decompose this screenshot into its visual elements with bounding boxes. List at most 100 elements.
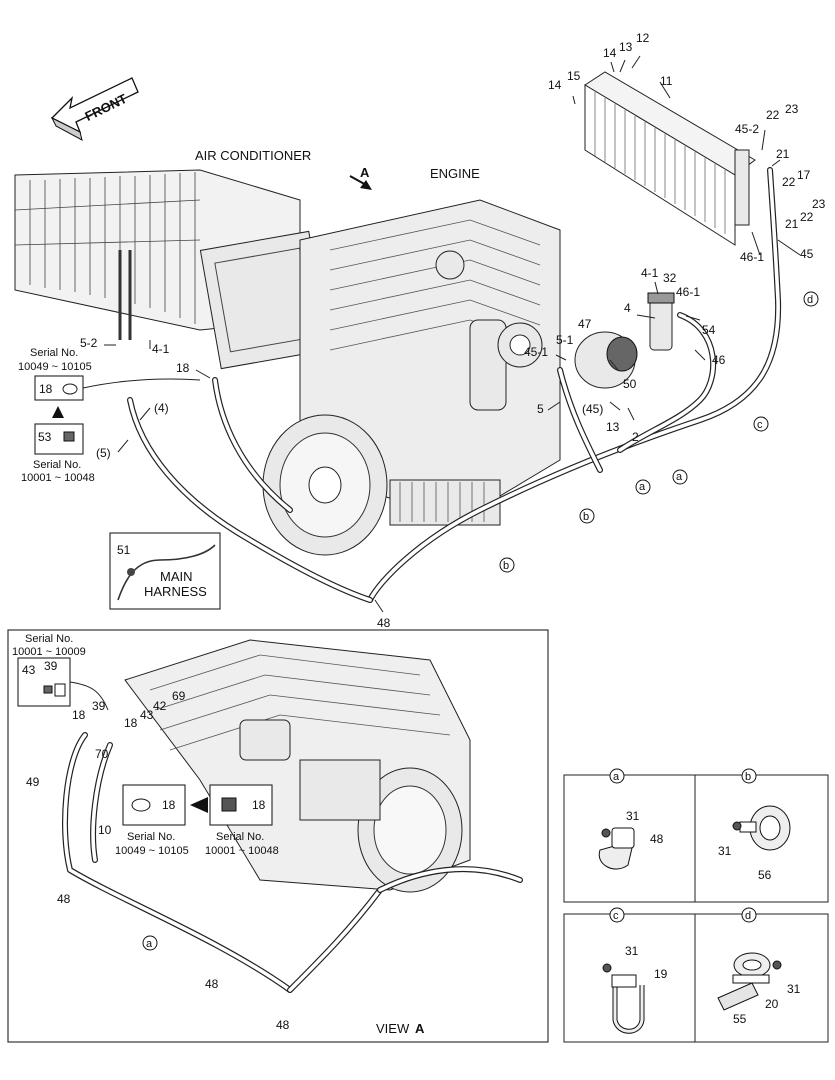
clip-b: b xyxy=(583,511,589,523)
detail-d-marker xyxy=(741,907,757,923)
label-23: 23 xyxy=(785,102,799,116)
view-a-label-70: 70 xyxy=(95,747,109,761)
harness-line-1: MAIN xyxy=(160,569,193,584)
fitting-53-icon xyxy=(63,431,75,442)
detail-b-letter: b xyxy=(745,771,751,783)
fitting-39-icon xyxy=(54,683,66,697)
label-45-paren: (45) xyxy=(582,402,603,416)
view-a-label-48: 48 xyxy=(205,977,219,991)
view-a-label-18: 18 xyxy=(124,716,138,730)
clip-d: d xyxy=(807,294,813,306)
label-50: 50 xyxy=(623,377,637,391)
label-48: 48 xyxy=(377,616,391,630)
label-5-1: 5-1 xyxy=(556,333,574,347)
label-47: 47 xyxy=(578,317,592,331)
label-14: 14 xyxy=(548,78,562,92)
detail-a-clamp-icon xyxy=(598,827,635,870)
detail-c-marker xyxy=(609,907,625,923)
serial-label: Serial No. xyxy=(33,459,81,471)
harness-line-2: HARNESS xyxy=(144,584,207,599)
detail-a-letter: a xyxy=(613,771,620,783)
view-a-left-part: 18 xyxy=(162,798,176,812)
label-46: 46 xyxy=(712,353,726,367)
label-22: 22 xyxy=(782,175,796,189)
detail-d-part-20: 20 xyxy=(765,997,779,1011)
label-11: 11 xyxy=(660,74,673,88)
view-a-clip-a-label: a xyxy=(146,938,153,950)
condenser-unit xyxy=(584,71,756,246)
detail-b-clamp-icon xyxy=(732,805,791,851)
label-13: 13 xyxy=(619,40,633,54)
label-32: 32 xyxy=(663,271,677,285)
view-a-label-43: 43 xyxy=(140,708,154,722)
view-a-left-serial-label: Serial No. xyxy=(127,831,175,843)
view-a-label-39: 39 xyxy=(92,699,106,713)
detail-cd-frame xyxy=(563,913,829,1043)
label-5-2: 5-2 xyxy=(80,336,98,350)
label-15: 15 xyxy=(567,69,581,83)
serial-range: 10001 ~ 10048 xyxy=(21,472,95,484)
view-a-clip-a xyxy=(142,935,158,951)
label-5: 5 xyxy=(537,402,544,416)
label-17: 17 xyxy=(797,168,811,182)
detail-d-clamp-icon xyxy=(717,952,782,1011)
detail-a-part-31: 31 xyxy=(626,809,640,823)
engine-label: ENGINE xyxy=(430,166,480,181)
view-a-label-43: 43 xyxy=(22,663,36,677)
clip-a: a xyxy=(639,481,646,493)
detail-a-marker xyxy=(609,768,625,784)
detail-c-letter: c xyxy=(613,910,619,922)
label-45: 45 xyxy=(800,247,814,261)
fitting-icon xyxy=(62,383,78,395)
part-53-box xyxy=(34,423,84,455)
view-a-marker: A xyxy=(360,165,370,180)
view-a-engine xyxy=(124,639,471,893)
harness-wire-icon xyxy=(117,544,216,601)
triangle-marker-icon xyxy=(190,797,208,813)
clamp-right-icon xyxy=(221,797,237,812)
label-18: 18 xyxy=(176,361,190,375)
callout-arrow xyxy=(82,378,201,389)
clip-c: c xyxy=(757,419,763,431)
serial-range: 10049 ~ 10105 xyxy=(18,361,92,373)
view-a-label-48: 48 xyxy=(276,1018,290,1032)
label-22: 22 xyxy=(800,210,814,224)
label-54: 54 xyxy=(702,323,716,337)
label-46-1: 46-1 xyxy=(676,285,700,299)
label-14: 14 xyxy=(603,46,617,60)
air-conditioner-label: AIR CONDITIONER xyxy=(195,148,311,163)
clip-b: b xyxy=(503,560,509,572)
detail-ab-frame xyxy=(563,774,829,903)
leader-lines-top xyxy=(104,55,801,613)
label-45-2: 45-2 xyxy=(735,122,759,136)
hose-routing-top xyxy=(118,167,782,603)
view-a-callout xyxy=(69,681,109,711)
view-a-serial-label: Serial No. xyxy=(25,633,73,645)
view-a-label-42: 42 xyxy=(153,699,167,713)
view-a-label-49: 49 xyxy=(26,775,40,789)
label-13: 13 xyxy=(606,420,620,434)
detail-d-part-55: 55 xyxy=(733,1012,747,1026)
label-4-1: 4-1 xyxy=(152,342,170,356)
view-a-right-part: 18 xyxy=(252,798,266,812)
detail-b-marker xyxy=(741,768,757,784)
label-21: 21 xyxy=(776,147,790,161)
view-a-title-letter: A xyxy=(415,1021,425,1036)
clamp-left-icon xyxy=(131,798,151,812)
part-53-label: 53 xyxy=(38,430,52,444)
part-18-label: 18 xyxy=(39,382,53,396)
detail-b-part-56: 56 xyxy=(758,868,772,882)
triangle-marker-icon xyxy=(52,406,64,418)
view-a-serial-range: 10001 ~ 10009 xyxy=(12,646,86,658)
detail-d-part-31: 31 xyxy=(787,982,801,996)
label-23: 23 xyxy=(812,197,826,211)
front-arrow-icon xyxy=(50,77,139,141)
detail-a-part-48: 48 xyxy=(650,832,664,846)
label-4-paren: (4) xyxy=(154,401,169,415)
view-a-label-39: 39 xyxy=(44,659,58,673)
view-direction-arrow-icon xyxy=(349,175,372,190)
view-a-label-18: 18 xyxy=(72,708,86,722)
view-a-label-10: 10 xyxy=(98,823,112,837)
detail-b-part-31: 31 xyxy=(718,844,732,858)
